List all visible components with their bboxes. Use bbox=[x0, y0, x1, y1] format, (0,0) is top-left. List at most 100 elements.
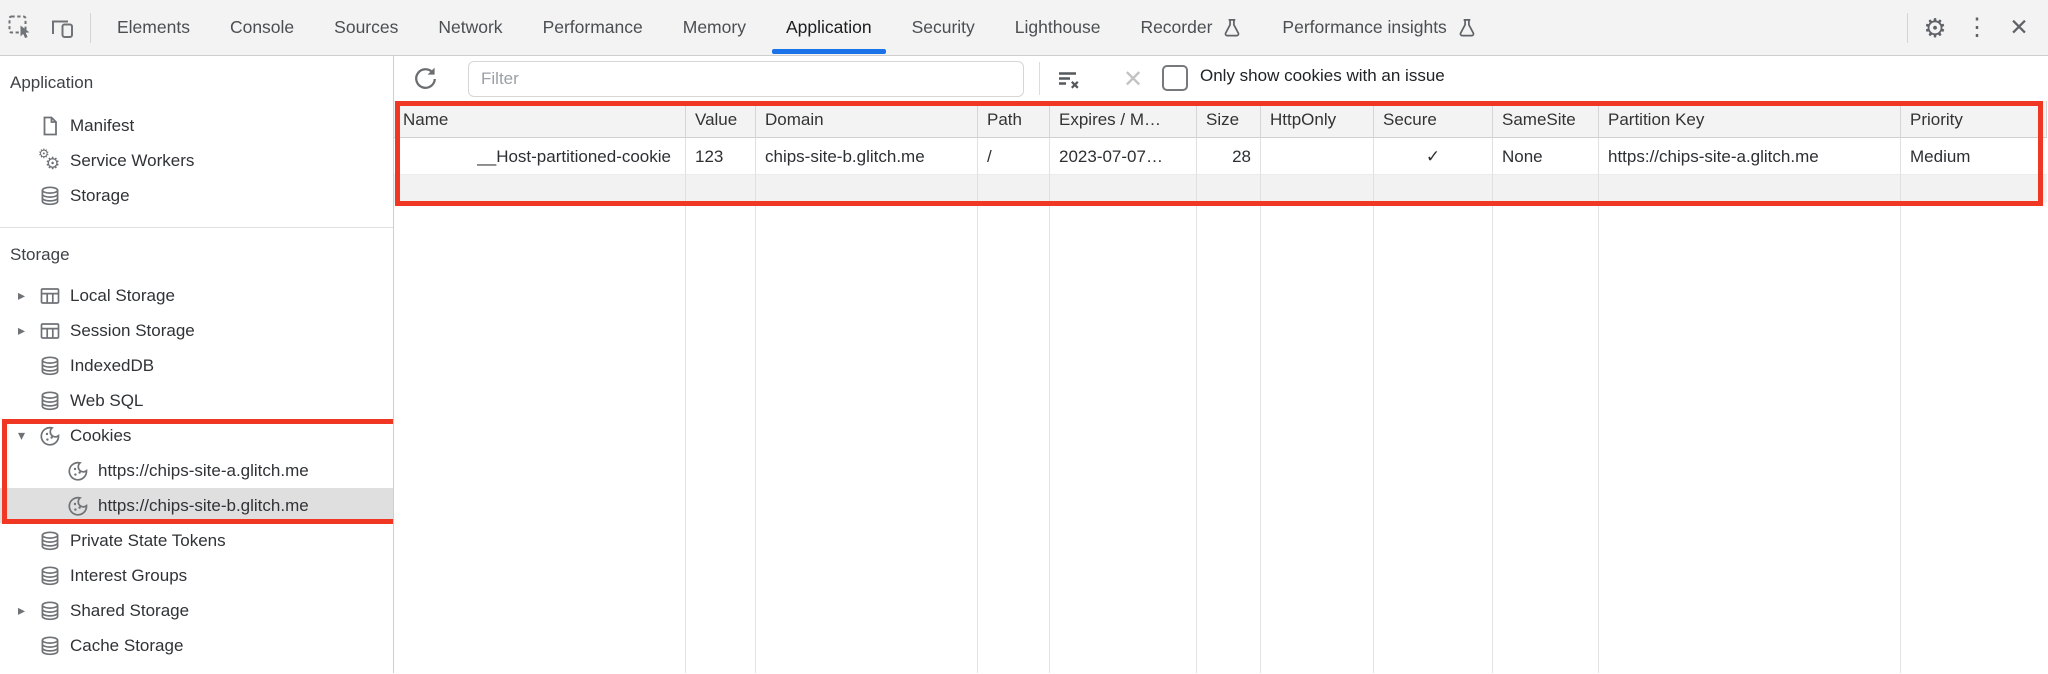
devtools-tabbar: Elements Console Sources Network Perform… bbox=[0, 0, 2048, 56]
experiment-flask-icon bbox=[1456, 17, 1477, 38]
cell-expires[interactable]: 2023-07-07… bbox=[1050, 138, 1197, 175]
cookies-table: Name Value Domain Path Expires / M… Size… bbox=[394, 101, 2047, 203]
sidebar-item-label: IndexedDB bbox=[70, 355, 155, 375]
toolbar-divider bbox=[1039, 62, 1040, 95]
sidebar-item-session-storage[interactable]: Session Storage bbox=[0, 313, 393, 348]
column-header-httponly[interactable]: HttpOnly bbox=[1261, 101, 1374, 138]
experiment-flask-icon bbox=[1221, 17, 1242, 38]
file-icon bbox=[38, 114, 62, 138]
sidebar-item-label: https://chips-site-a.glitch.me bbox=[98, 460, 309, 480]
sidebar-item-service-workers[interactable]: ⚙⚙ Service Workers bbox=[0, 143, 393, 178]
chevron-right-icon[interactable] bbox=[18, 322, 38, 339]
tab-sources[interactable]: Sources bbox=[334, 17, 399, 37]
cell-partition-key[interactable]: https://chips-site-a.glitch.me bbox=[1599, 138, 1901, 175]
database-icon bbox=[38, 389, 62, 413]
column-header-priority[interactable]: Priority bbox=[1901, 101, 2047, 138]
tab-console[interactable]: Console bbox=[229, 17, 295, 37]
tab-application[interactable]: Application bbox=[766, 0, 892, 56]
sidebar-item-label: Interest Groups bbox=[70, 565, 188, 585]
empty-table-row bbox=[394, 175, 2047, 203]
sidebar-item-label: Storage bbox=[70, 185, 130, 205]
sidebar-item-local-storage[interactable]: Local Storage bbox=[0, 278, 393, 313]
sidebar-item-manifest[interactable]: Manifest bbox=[0, 108, 393, 143]
table-icon bbox=[38, 284, 62, 308]
active-tab-underline bbox=[771, 48, 886, 54]
chevron-down-icon[interactable] bbox=[18, 427, 38, 444]
tab-lighthouse[interactable]: Lighthouse bbox=[1014, 17, 1101, 37]
cookies-table-header: Name Value Domain Path Expires / M… Size… bbox=[394, 101, 2047, 138]
sidebar-item-label: Web SQL bbox=[70, 390, 144, 410]
sidebar-item-label: Service Workers bbox=[70, 150, 195, 170]
cell-domain[interactable]: chips-site-b.glitch.me bbox=[756, 138, 978, 175]
chevron-right-icon[interactable] bbox=[18, 287, 38, 304]
cell-path[interactable]: / bbox=[978, 138, 1050, 175]
cell-httponly[interactable] bbox=[1261, 138, 1374, 175]
database-icon bbox=[38, 634, 62, 658]
cell-name[interactable]: __Host-partitioned-cookie bbox=[394, 138, 686, 175]
sidebar-item-interest-groups[interactable]: Interest Groups bbox=[0, 558, 393, 593]
section-header-storage: Storage bbox=[10, 245, 70, 264]
database-icon bbox=[38, 599, 62, 623]
column-header-domain[interactable]: Domain bbox=[756, 101, 978, 138]
device-toolbar-icon[interactable] bbox=[42, 8, 84, 48]
service-workers-icon: ⚙⚙ bbox=[38, 145, 61, 173]
column-header-expires[interactable]: Expires / M… bbox=[1050, 101, 1197, 138]
only-issue-checkbox[interactable] bbox=[1162, 65, 1188, 91]
sidebar-item-cookies-chips-site-b[interactable]: https://chips-site-b.glitch.me bbox=[0, 488, 393, 523]
sidebar-item-label: Private State Tokens bbox=[70, 530, 226, 550]
cell-secure-checkmark[interactable]: ✓ bbox=[1374, 138, 1493, 175]
column-header-samesite[interactable]: SameSite bbox=[1493, 101, 1599, 138]
table-icon bbox=[38, 319, 62, 343]
column-header-partition-key[interactable]: Partition Key bbox=[1599, 101, 1901, 138]
sidebar-item-cookies[interactable]: Cookies bbox=[0, 418, 393, 453]
inspect-element-icon[interactable] bbox=[0, 8, 42, 48]
sidebar-section-application: Application Manifest ⚙⚙ Service Workers bbox=[0, 56, 393, 213]
cell-value[interactable]: 123 bbox=[686, 138, 756, 175]
sidebar-item-label: Manifest bbox=[70, 115, 135, 135]
delete-icon[interactable]: ✕ bbox=[1122, 65, 1144, 93]
sidebar-item-cache-storage[interactable]: Cache Storage bbox=[0, 628, 393, 663]
application-sidebar: Application Manifest ⚙⚙ Service Workers bbox=[0, 56, 394, 673]
sidebar-section-storage: Storage Local Storage Session Storage bbox=[0, 227, 393, 663]
tab-performance-insights[interactable]: Performance insights bbox=[1262, 0, 1496, 56]
tab-performance[interactable]: Performance bbox=[542, 17, 643, 37]
sidebar-item-web-sql[interactable]: Web SQL bbox=[0, 383, 393, 418]
tab-recorder[interactable]: Recorder bbox=[1120, 0, 1262, 56]
cell-size[interactable]: 28 bbox=[1197, 138, 1261, 175]
database-icon bbox=[38, 529, 62, 553]
close-devtools-icon[interactable]: ✕ bbox=[2009, 14, 2029, 40]
only-issue-label[interactable]: Only show cookies with an issue bbox=[1200, 66, 1445, 85]
tabbar-divider bbox=[90, 12, 91, 43]
cell-samesite[interactable]: None bbox=[1493, 138, 1599, 175]
sidebar-item-private-state-tokens[interactable]: Private State Tokens bbox=[0, 523, 393, 558]
tab-memory[interactable]: Memory bbox=[682, 17, 746, 37]
clear-filter-icon[interactable] bbox=[1054, 64, 1084, 94]
cell-priority[interactable]: Medium bbox=[1901, 138, 2047, 175]
sidebar-item-storage[interactable]: Storage bbox=[0, 178, 393, 213]
sidebar-item-shared-storage[interactable]: Shared Storage bbox=[0, 593, 393, 628]
cookie-icon bbox=[66, 459, 90, 483]
chevron-right-icon[interactable] bbox=[18, 602, 38, 619]
cookie-table-row[interactable]: __Host-partitioned-cookie 123 chips-site… bbox=[394, 138, 2047, 175]
cookies-toolbar: ✕ Only show cookies with an issue bbox=[394, 56, 2048, 101]
column-header-path[interactable]: Path bbox=[978, 101, 1050, 138]
cookie-icon bbox=[38, 424, 62, 448]
more-options-kebab-icon[interactable]: ⋮ bbox=[1965, 13, 1989, 41]
tabbar-right-cluster: ⚙ ⋮ ✕ bbox=[1901, 8, 2048, 48]
refresh-icon[interactable] bbox=[410, 64, 440, 94]
column-header-value[interactable]: Value bbox=[686, 101, 756, 138]
sidebar-item-indexeddb[interactable]: IndexedDB bbox=[0, 348, 393, 383]
database-icon bbox=[38, 354, 62, 378]
tab-network[interactable]: Network bbox=[438, 17, 503, 37]
sidebar-item-cookies-chips-site-a[interactable]: https://chips-site-a.glitch.me bbox=[0, 453, 393, 488]
tab-security[interactable]: Security bbox=[911, 17, 975, 37]
sidebar-item-label: Cache Storage bbox=[70, 635, 184, 655]
filter-input[interactable] bbox=[468, 61, 1024, 97]
column-header-size[interactable]: Size bbox=[1197, 101, 1261, 138]
column-header-name[interactable]: Name bbox=[394, 101, 686, 138]
settings-gear-icon[interactable]: ⚙ bbox=[1923, 12, 1947, 43]
tab-elements[interactable]: Elements bbox=[117, 17, 190, 37]
cookie-icon bbox=[66, 494, 90, 518]
column-header-secure[interactable]: Secure bbox=[1374, 101, 1493, 138]
